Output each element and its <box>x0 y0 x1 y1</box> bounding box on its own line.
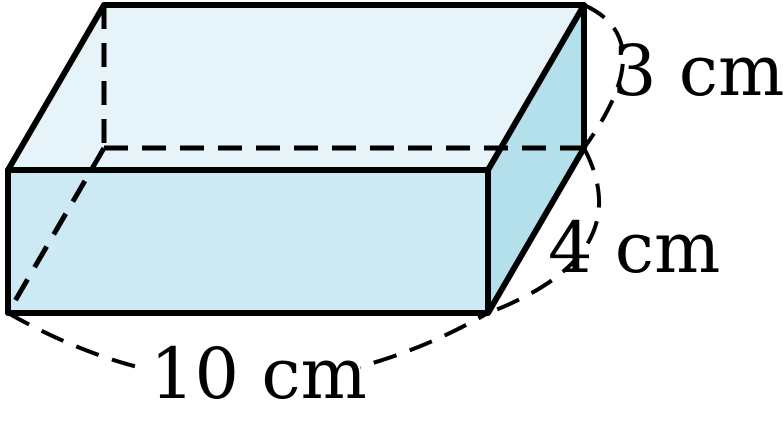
depth-label: 4 cm <box>548 207 720 289</box>
length-dimension-arc <box>7 311 489 384</box>
prism-side-face <box>488 5 584 313</box>
height-label: 3 cm <box>612 30 784 112</box>
hidden-edge-left-depth <box>5 146 107 315</box>
length-label: 10 cm <box>150 333 367 415</box>
prism-top-face <box>8 5 584 170</box>
height-dimension-arc <box>582 3 625 150</box>
length-label-bg <box>145 338 360 413</box>
dimension-arcs <box>7 3 625 384</box>
prism-front-face <box>8 170 488 313</box>
front-face-outline <box>5 167 491 316</box>
depth-dimension-arc <box>487 147 601 315</box>
